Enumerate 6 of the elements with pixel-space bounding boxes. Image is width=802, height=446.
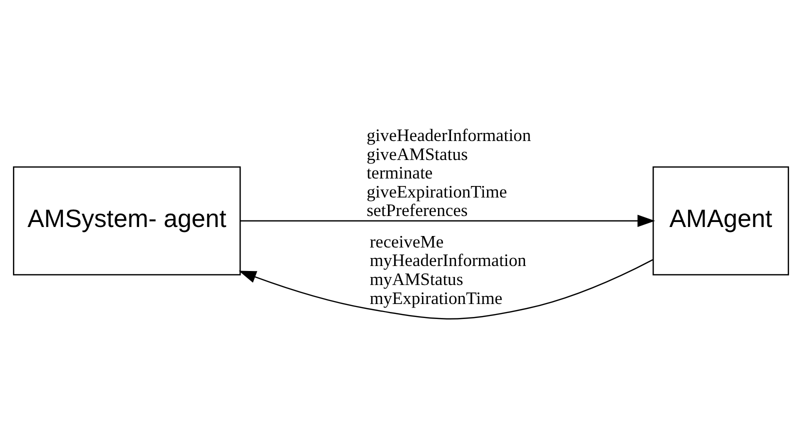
- node-box: AMSystem- agent: [12, 166, 241, 276]
- arrow: [238, 259, 654, 320]
- arrow: [240, 214, 656, 228]
- edge-label: giveHeaderInformation giveAMStatus terminate giveExpirationTime setPreferences: [366, 125, 531, 220]
- node-box: AMAgent: [652, 166, 790, 276]
- edge-label: receiveMe myHeaderInformation myAMStatus myExpirationTime: [370, 231, 526, 308]
